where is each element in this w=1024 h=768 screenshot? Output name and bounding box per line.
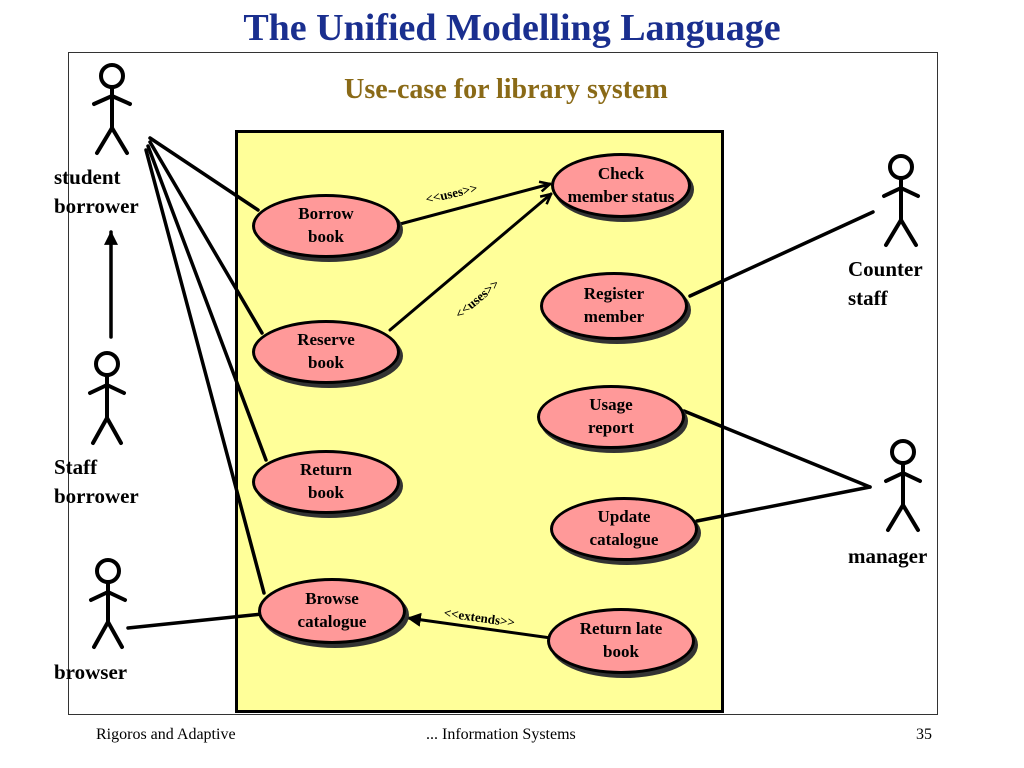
diagram-frame — [68, 52, 938, 715]
uses-borrow-check — [398, 184, 550, 226]
assoc-student-return — [146, 144, 268, 462]
use-case-borrow-book: Borrow book — [252, 194, 400, 258]
actor-label-counter-staff: Counter staff — [848, 257, 923, 311]
assoc-student-browse — [144, 148, 266, 595]
slide-title: The Unified Modelling Language — [243, 7, 781, 49]
counter-staff-icon — [882, 154, 920, 247]
assoc-manager-usage — [682, 409, 872, 489]
actor-label-staff-borrower: Staff borrower — [54, 455, 139, 509]
staff-borrower-icon — [88, 351, 126, 445]
assoc-browser-browse — [126, 612, 264, 630]
assoc-manager-update — [695, 485, 872, 523]
use-case-browse-catalogue: Browse catalogue — [258, 578, 406, 644]
uses-reserve-check — [388, 194, 551, 332]
browser-actor-icon — [89, 558, 127, 649]
actor-label-browser: browser — [54, 660, 128, 684]
diagram-title: Use-case for library system — [344, 74, 668, 105]
use-case-update-catalogue: Update catalogue — [550, 497, 698, 561]
footer-left: Rigoros and Adaptive — [96, 726, 236, 743]
actor-label-student-borrower: student borrower — [54, 165, 139, 219]
use-case-return-late-book: Return late book — [547, 608, 695, 674]
use-case-register-member: Register member — [540, 272, 688, 340]
assoc-student-reserve — [148, 140, 264, 335]
footer-page-number: 35 — [916, 726, 932, 743]
actor-label-manager: manager — [848, 544, 928, 568]
use-case-reserve-book: Reserve book — [252, 320, 400, 384]
student-borrower-icon — [92, 63, 132, 155]
extends-late-browse — [406, 612, 553, 640]
use-case-check-member-status: Check member status — [551, 153, 691, 218]
assoc-student-borrow — [148, 136, 260, 212]
manager-icon — [884, 439, 922, 532]
assoc-counter-register — [688, 210, 875, 298]
use-case-return-book: Return book — [252, 450, 400, 514]
footer-center: ... Information Systems — [426, 726, 576, 743]
use-case-usage-report: Usage report — [537, 385, 685, 449]
